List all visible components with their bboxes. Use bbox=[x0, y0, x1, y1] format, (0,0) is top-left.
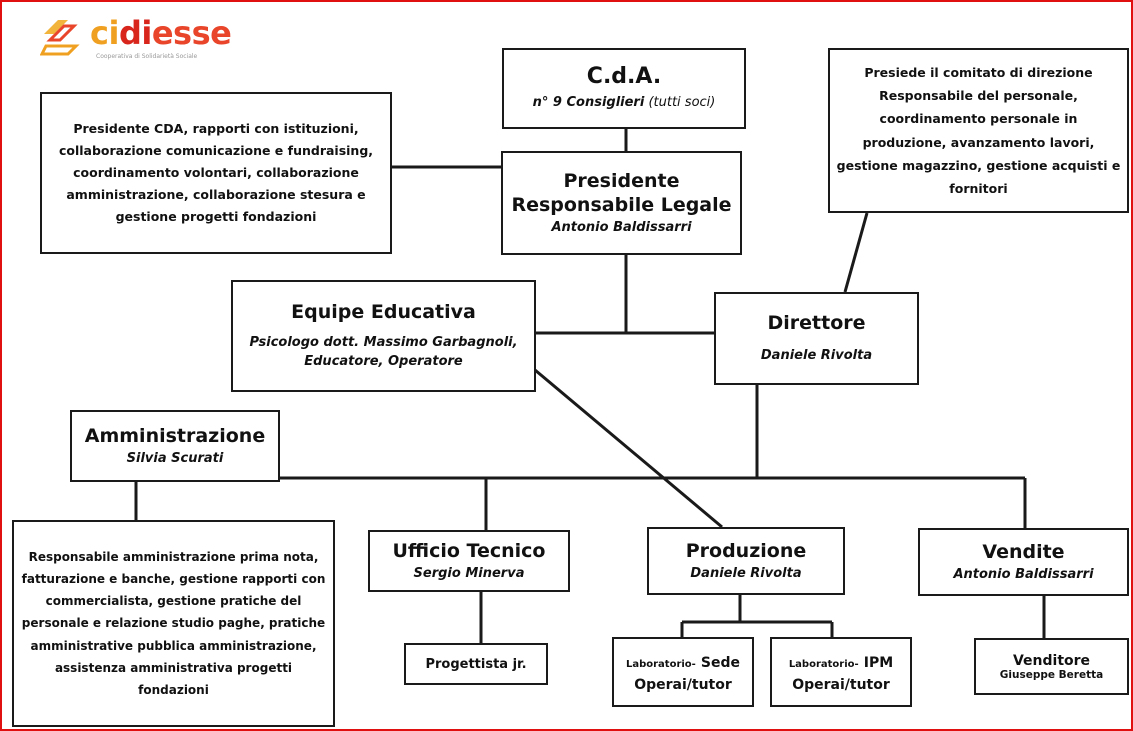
logo-wordmark-di: di bbox=[118, 14, 152, 52]
equipe-line-1: Psicologo dott. Massimo Garbagnoli, bbox=[249, 334, 518, 350]
amministrazione-title: Amministrazione bbox=[84, 424, 266, 447]
cda-subtitle-light: (tutti soci) bbox=[648, 95, 716, 111]
presidente-note-text: Presidente CDA, rapporti con istituzioni… bbox=[58, 121, 374, 224]
equipe-produzione-connector bbox=[534, 368, 723, 529]
vendite-box: Vendite Antonio Baldissarri bbox=[918, 528, 1129, 596]
amministrazione-box: Amministrazione Silvia Scurati bbox=[70, 410, 280, 482]
presidente-box: Presidente Responsabile Legale Antonio B… bbox=[501, 151, 742, 255]
lab-sede-place: Sede bbox=[700, 654, 741, 671]
cidiesse-logo: cidiesse Cooperativa di Solidarietà Soci… bbox=[40, 14, 232, 60]
amministrazione-name: Silvia Scurati bbox=[126, 450, 224, 466]
vendite-title: Vendite bbox=[982, 540, 1065, 563]
lab-ipm-heading: Laboratorio- IPM bbox=[789, 652, 893, 671]
cda-title: C.d.A. bbox=[586, 63, 662, 89]
progettista-title: Progettista jr. bbox=[425, 656, 527, 672]
cda-subtitle: n° 9 Consiglieri (tutti soci) bbox=[533, 91, 716, 114]
equipe-educativa-box: Equipe Educativa Psicologo dott. Massimo… bbox=[231, 280, 536, 392]
presidente-title: Presidente bbox=[563, 169, 680, 192]
lab-sede-heading: Laboratorio- Sede bbox=[626, 652, 740, 671]
equipe-title: Equipe Educativa bbox=[291, 301, 476, 324]
amministrazione-note-box: Responsabile amministrazione prima nota,… bbox=[12, 520, 335, 727]
direttore-note-text: Presiede il comitato di direzione Respon… bbox=[836, 65, 1121, 196]
cda-subtitle-strong: n° 9 Consiglieri bbox=[532, 95, 645, 111]
logo-wordmark-esse: esse bbox=[151, 14, 232, 52]
presidente-role: Responsabile Legale bbox=[511, 194, 732, 217]
lab-sede-box: Laboratorio- Sede Operai/tutor bbox=[612, 637, 754, 707]
ufficio-tecnico-name: Sergio Minerva bbox=[413, 565, 525, 581]
note-direttore-connector bbox=[843, 212, 869, 293]
lab-ipm-place: IPM bbox=[863, 654, 894, 671]
presidente-name: Antonio Baldissarri bbox=[551, 219, 692, 235]
lab-ipm-box: Laboratorio- IPM Operai/tutor bbox=[770, 637, 912, 707]
direttore-title: Direttore bbox=[767, 312, 866, 335]
produzione-title: Produzione bbox=[685, 539, 807, 562]
lab-sede-prefix: Laboratorio- bbox=[625, 658, 696, 670]
logo-wordmark-ci: ci bbox=[90, 14, 119, 52]
ufficio-tecnico-title: Ufficio Tecnico bbox=[392, 539, 546, 562]
logo-wordmark: cidiesse bbox=[90, 14, 232, 52]
ufficio-tecnico-box: Ufficio Tecnico Sergio Minerva bbox=[368, 530, 570, 592]
cda-box: C.d.A. n° 9 Consiglieri (tutti soci) bbox=[502, 48, 746, 129]
logo-tagline: Cooperativa di Solidarietà Sociale bbox=[96, 53, 198, 60]
produzione-name: Daniele Rivolta bbox=[690, 565, 802, 581]
lab-ipm-prefix: Laboratorio- bbox=[788, 658, 859, 670]
direttore-note-box: Presiede il comitato di direzione Respon… bbox=[828, 48, 1129, 213]
equipe-line-2: Educatore, Operatore bbox=[304, 354, 463, 370]
vendite-name: Antonio Baldissarri bbox=[953, 566, 1094, 582]
lab-ipm-role: Operai/tutor bbox=[792, 676, 890, 693]
venditore-box: Venditore Giuseppe Beretta bbox=[974, 638, 1129, 695]
logo-mark-icon bbox=[40, 20, 80, 56]
venditore-title: Venditore bbox=[1012, 652, 1091, 669]
venditore-name: Giuseppe Beretta bbox=[999, 668, 1104, 681]
produzione-box: Produzione Daniele Rivolta bbox=[647, 527, 845, 595]
presidente-note-box: Presidente CDA, rapporti con istituzioni… bbox=[40, 92, 392, 254]
progettista-box: Progettista jr. bbox=[404, 643, 548, 685]
direttore-name: Daniele Rivolta bbox=[760, 348, 873, 364]
amministrazione-note-text: Responsabile amministrazione prima nota,… bbox=[21, 549, 326, 697]
direttore-box: Direttore Daniele Rivolta bbox=[714, 292, 919, 385]
lab-sede-role: Operai/tutor bbox=[634, 676, 732, 693]
